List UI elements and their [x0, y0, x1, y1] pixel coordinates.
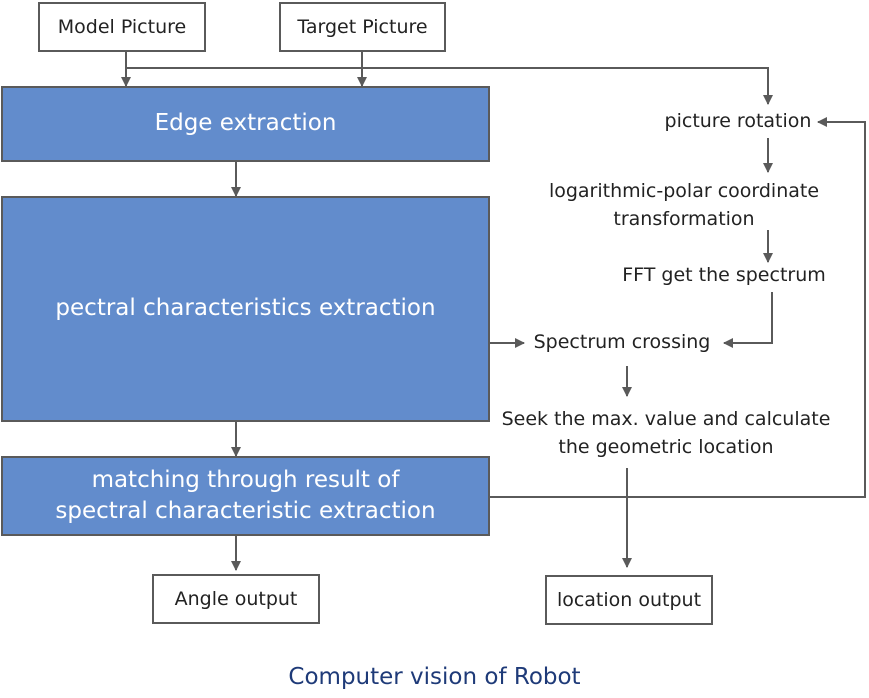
seek-max-label-line1: Seek the max. value and calculate	[501, 408, 831, 430]
spectrum-crossing-label: Spectrum crossing	[533, 331, 711, 353]
angle-output-label: Angle output	[174, 588, 298, 610]
location-output-node: location output	[545, 575, 713, 625]
edge-extraction-label: Edge extraction	[154, 110, 337, 137]
spectral-extraction-node: pectral characteristics extraction	[1, 196, 490, 422]
fft-step: FFT get the spectrum	[590, 262, 858, 290]
arrow-fft-to-crossing	[723, 292, 773, 348]
location-output-label: location output	[556, 589, 702, 611]
arrow-matching-feedback-to-rotation	[490, 117, 866, 498]
target-picture-node: Target Picture	[279, 2, 446, 52]
log-polar-label-line1: logarithmic-polar coordinate	[548, 180, 820, 202]
model-picture-label: Model Picture	[57, 16, 187, 38]
log-polar-label-line2: transformation	[613, 207, 755, 230]
connector-inputs-to-rotation	[126, 67, 773, 105]
seek-max-step: Seek the max. value and calculate the ge…	[490, 406, 842, 461]
matching-node: matching through result of spectral char…	[1, 456, 490, 536]
picture-rotation-step: picture rotation	[620, 108, 856, 136]
angle-output-node: Angle output	[152, 574, 320, 624]
matching-label-line1: matching through result of	[91, 466, 400, 493]
picture-rotation-label: picture rotation	[664, 110, 812, 132]
matching-label-line2: spectral characteristic extraction	[55, 498, 436, 524]
spectral-extraction-label: pectral characteristics extraction	[55, 295, 436, 322]
log-polar-step: logarithmic-polar coordinate transformat…	[515, 178, 853, 233]
edge-extraction-node: Edge extraction	[1, 86, 490, 162]
model-picture-node: Model Picture	[38, 2, 206, 52]
spectrum-crossing-step: Spectrum crossing	[522, 329, 722, 357]
seek-max-label-line2: the geometric location	[558, 435, 774, 458]
fft-label: FFT get the spectrum	[622, 264, 826, 286]
figure-caption: Computer vision of Robot	[288, 664, 581, 690]
target-picture-label: Target Picture	[297, 16, 428, 38]
